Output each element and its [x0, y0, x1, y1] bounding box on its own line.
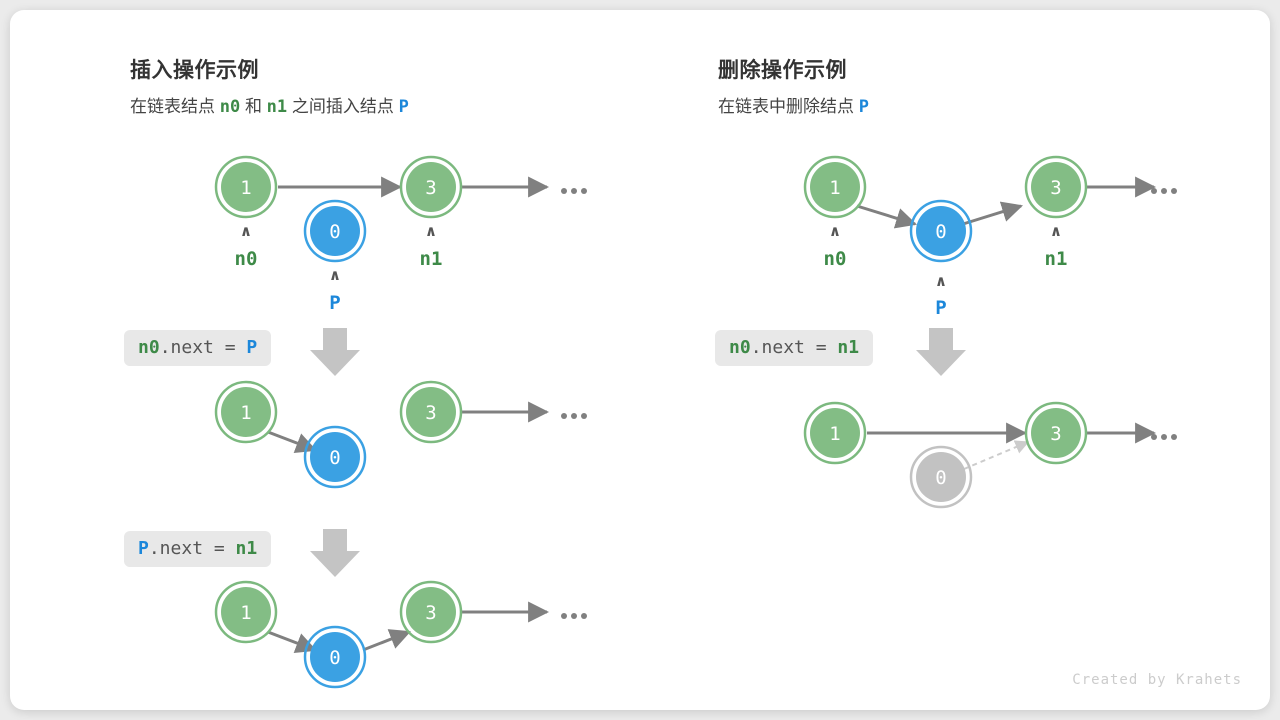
text-run: P — [398, 97, 409, 117]
node-value: 3 — [1050, 423, 1061, 445]
code-label-n0-next-p: n0.next = P — [124, 330, 272, 366]
node-n0: 1 — [803, 401, 867, 465]
label-n1: n1 — [1045, 248, 1068, 270]
arrow-deleted-p-to-n1-dashed — [963, 440, 1030, 470]
text-run: .next = — [750, 337, 838, 358]
label-p: P — [935, 297, 946, 319]
ellipsis-icon — [561, 613, 587, 619]
node-value: 1 — [829, 177, 840, 199]
node-value: 3 — [1050, 177, 1061, 199]
node-n1: 3 — [1024, 155, 1088, 219]
text-run: 之间插入结点 — [287, 97, 399, 116]
node-value: 1 — [240, 177, 251, 199]
ellipsis-icon — [561, 188, 587, 194]
node-n1: 3 — [1024, 401, 1088, 465]
insert-row-3: 1 0 3 — [214, 580, 587, 689]
ellipsis-icon — [1151, 188, 1177, 194]
node-value: 1 — [240, 402, 251, 424]
node-n1: 3 — [399, 380, 463, 444]
node-value: 3 — [425, 602, 436, 624]
text-run: n0 — [729, 337, 751, 358]
arrow-p-to-n1 — [362, 629, 411, 652]
label-n0: n0 — [235, 248, 258, 270]
node-p-deleted: 0 — [909, 445, 973, 509]
text-run: 在链表结点 — [130, 97, 220, 116]
caret-icon-p: ∧ — [329, 266, 341, 284]
caret-icon-p: ∧ — [935, 272, 947, 290]
node-value: 1 — [240, 602, 251, 624]
caret-icon-n0: ∧ — [829, 222, 841, 240]
label-n1: n1 — [420, 248, 443, 270]
ellipsis-icon — [561, 413, 587, 419]
insert-diagram-svg: 1 ∧ n0 0 ∧ P 3 ∧ n1 — [214, 155, 587, 689]
node-value: 0 — [329, 447, 340, 469]
arrow-n0-to-p — [856, 204, 918, 229]
step-down-arrow-icon-1 — [916, 328, 966, 376]
ellipsis-icon — [1151, 434, 1177, 440]
text-run: 和 — [240, 97, 267, 116]
text-run: P — [138, 538, 149, 559]
node-value: 0 — [935, 467, 946, 489]
node-p: 0 — [909, 199, 973, 263]
insert-panel-subtitle: 在链表结点 n0 和 n1 之间插入结点 P — [130, 92, 409, 117]
node-n1: 3 — [399, 580, 463, 644]
delete-row-1: 1 ∧ n0 0 ∧ P 3 ∧ n1 — [803, 155, 1177, 319]
node-value: 1 — [829, 423, 840, 445]
node-value: 3 — [425, 177, 436, 199]
node-p: 0 — [303, 199, 367, 263]
delete-diagram-svg: 1 ∧ n0 0 ∧ P 3 ∧ n1 — [803, 155, 1177, 509]
text-run: n1 — [837, 337, 860, 358]
text-run: .next = — [159, 337, 247, 358]
delete-row-2: 1 0 3 — [803, 401, 1177, 509]
node-n0: 1 — [214, 155, 278, 219]
diagram-card: 插入操作示例 在链表结点 n0 和 n1 之间插入结点 P n0.next = … — [10, 10, 1270, 710]
node-value: 0 — [329, 647, 340, 669]
panel-insert-example: 插入操作示例 在链表结点 n0 和 n1 之间插入结点 P n0.next = … — [10, 10, 630, 710]
delete-panel-subtitle: 在链表中删除结点 P — [718, 92, 869, 117]
delete-panel-title: 删除操作示例 — [718, 59, 847, 82]
insert-row-1: 1 ∧ n0 0 ∧ P 3 ∧ n1 — [214, 155, 587, 314]
text-run: n1 — [266, 97, 288, 117]
text-run: .next = — [148, 538, 236, 559]
text-run: n0 — [219, 97, 241, 117]
node-p: 0 — [303, 425, 367, 489]
node-n1: 3 — [399, 155, 463, 219]
panel-delete-example: 删除操作示例 在链表中删除结点 P n0.next = n1 1 ∧ n0 — [630, 10, 1270, 710]
insert-panel-title: 插入操作示例 — [130, 59, 259, 82]
text-run: n0 — [138, 337, 160, 358]
node-n0: 1 — [214, 580, 278, 644]
arrow-p-to-n1 — [962, 201, 1024, 226]
text-run: 在链表中删除结点 — [718, 97, 859, 116]
node-value: 3 — [425, 402, 436, 424]
label-n0: n0 — [824, 248, 847, 270]
step-down-arrow-icon-1 — [310, 328, 360, 376]
caret-icon-n1: ∧ — [425, 222, 437, 240]
caret-icon-n1: ∧ — [1050, 222, 1062, 240]
node-n0: 1 — [214, 380, 278, 444]
text-run: P — [858, 97, 869, 117]
arrow-n0-to-p — [267, 630, 317, 654]
node-value: 0 — [935, 221, 946, 243]
credit-text: Created by Krahets — [1072, 672, 1242, 688]
node-p: 0 — [303, 625, 367, 689]
text-run: P — [246, 337, 258, 358]
text-run: n1 — [235, 538, 258, 559]
step-down-arrow-icon-2 — [310, 529, 360, 577]
code-label-p-next-n1: P.next = n1 — [124, 531, 272, 567]
arrow-n0-to-p — [267, 430, 317, 454]
insert-row-2: 1 0 3 — [214, 380, 587, 489]
node-value: 0 — [329, 221, 340, 243]
code-label-n0-next-n1: n0.next = n1 — [715, 330, 874, 366]
label-p: P — [329, 292, 340, 314]
caret-icon-n0: ∧ — [240, 222, 252, 240]
node-n0: 1 — [803, 155, 867, 219]
